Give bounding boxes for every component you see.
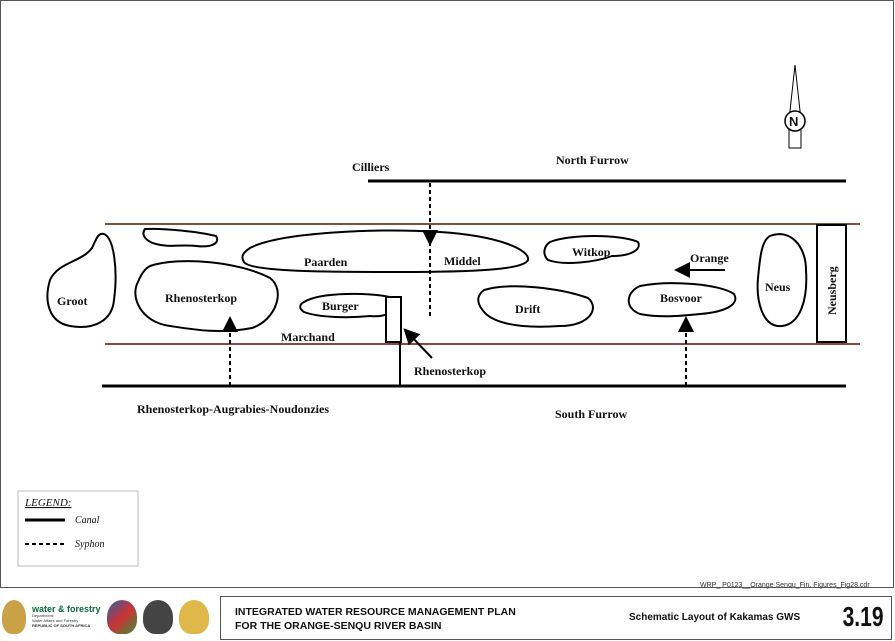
legend-canal-label: Canal — [75, 515, 100, 526]
island-bosvoor — [627, 282, 737, 318]
brand-name: water & forestry — [32, 604, 101, 615]
compass-label: N — [789, 114, 798, 129]
title-block: INTEGRATED WATER RESOURCE MANAGEMENT PLA… — [220, 596, 892, 640]
island-witkop — [543, 235, 640, 264]
neusberg-label: Neusberg — [825, 266, 839, 315]
namibia-crest-icon — [106, 600, 137, 634]
bosvoor-label: Bosvoor — [660, 291, 703, 305]
island-small — [142, 227, 219, 248]
island-paarden — [241, 229, 530, 274]
legend-syphon-label: Syphon — [75, 539, 104, 550]
schematic-diagram: N Neusberg Cilliers North Furrow South F… — [0, 0, 894, 588]
orange-label: Orange — [690, 251, 729, 265]
island-groot — [46, 232, 117, 328]
botswana-crest-icon — [142, 600, 173, 634]
paarden-label: Paarden — [304, 255, 348, 269]
frame — [0, 0, 894, 588]
rhenosterkop-island-label: Rhenosterkop — [165, 291, 237, 305]
drift-label: Drift — [515, 302, 540, 316]
burger-label: Burger — [322, 299, 359, 313]
island-drift — [477, 285, 594, 328]
middel-label: Middel — [444, 254, 481, 268]
brand-sub1: Department: — [32, 613, 55, 619]
cilliers-label: Cilliers — [352, 160, 390, 174]
plan-title-line1: INTEGRATED WATER RESOURCE MANAGEMENT PLA… — [235, 606, 516, 618]
logos: water & forestry Department: Water Affai… — [2, 600, 209, 634]
dwaf-logo: water & forestry Department: Water Affai… — [32, 605, 101, 628]
brand-sub2: Water Affairs and Forestry — [32, 618, 79, 624]
neus-label: Neus — [765, 280, 791, 294]
rhenosterkop-augrabies-label: Rhenosterkop-Augrabies-Noudonzies — [137, 402, 329, 416]
rhenosterkop-intake — [385, 296, 402, 343]
lesotho-crest-icon — [178, 600, 209, 634]
marchand-label: Marchand — [281, 330, 335, 344]
plan-title-line2: FOR THE ORANGE-SENQU RIVER BASIN — [235, 620, 442, 632]
footer: water & forestry Department: Water Affai… — [0, 592, 895, 641]
south-furrow-label: South Furrow — [555, 407, 627, 421]
north-arrow-icon: N — [784, 64, 806, 149]
groot-label: Groot — [57, 294, 87, 308]
island-neus — [756, 233, 808, 328]
island-burger — [299, 292, 396, 319]
brand-sub3: REPUBLIC OF SOUTH AFRICA — [32, 622, 91, 628]
figure-number: 3.19 — [842, 601, 883, 632]
file-name: WRP_ P0123__Orange Senqu_Fin. Figures_Fi… — [700, 582, 870, 589]
neusberg-weir — [816, 224, 847, 343]
figure-subtitle: Schematic Layout of Kakamas GWS — [629, 612, 801, 623]
rhenosterkop-pointer — [403, 328, 433, 359]
south-africa-crest-icon — [2, 600, 26, 634]
witkop-label: Witkop — [572, 245, 611, 259]
north-furrow-label: North Furrow — [556, 153, 629, 167]
legend-title: LEGEND: — [24, 497, 71, 509]
legend: LEGEND: Canal Syphon — [17, 490, 139, 567]
rhenosterkop-canal-label: Rhenosterkop — [414, 364, 486, 378]
